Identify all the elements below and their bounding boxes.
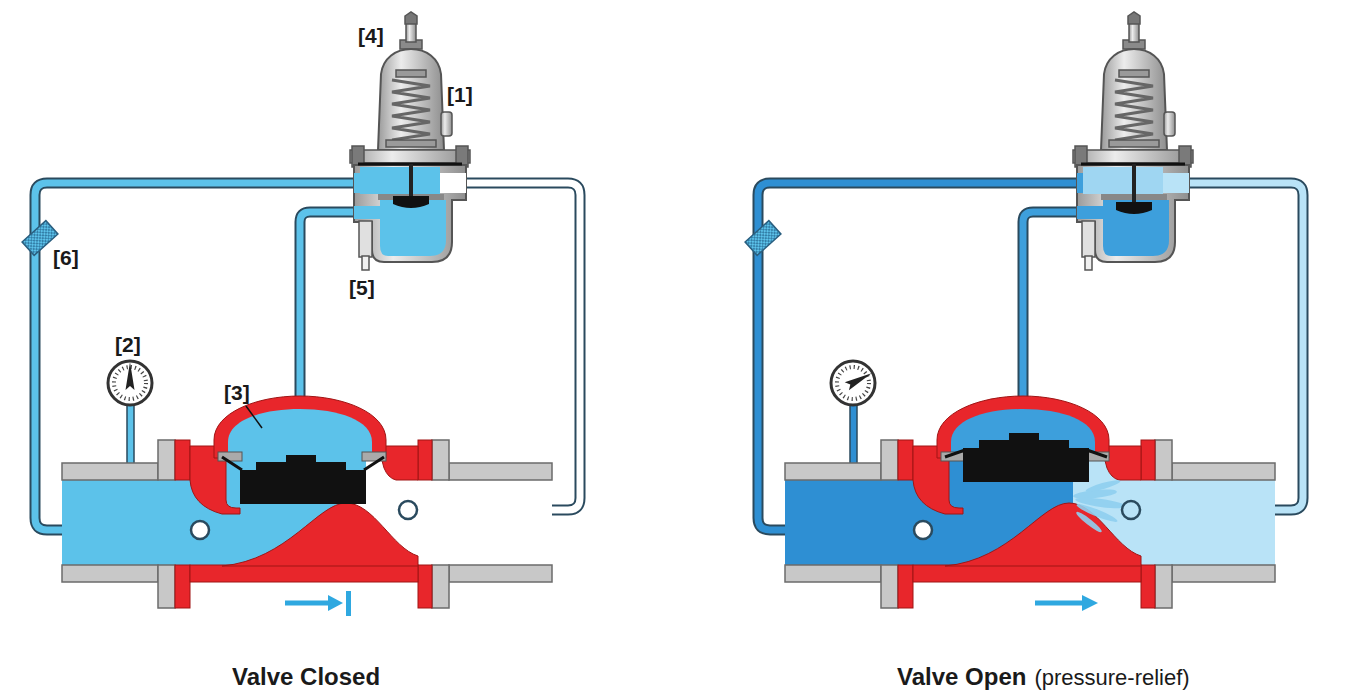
callout-number: [6] <box>53 246 79 269</box>
valve-hardware <box>745 12 1275 608</box>
gauge-needle <box>845 369 874 390</box>
gauge-needle <box>126 362 135 390</box>
flow-stop-arrow <box>285 601 330 606</box>
water-jet <box>1075 510 1104 534</box>
diaphragm <box>963 433 1089 482</box>
callout-number: [1] <box>447 83 473 106</box>
pilot-chamber <box>380 200 446 256</box>
pilot-chamber <box>354 206 382 219</box>
panel-caption: Valve Open <box>897 664 1026 690</box>
callout-number: [2] <box>115 333 141 356</box>
gauge-stem <box>850 404 857 464</box>
pipe-port <box>914 521 932 539</box>
gauge-needle <box>128 381 133 386</box>
pipe-port <box>191 501 417 539</box>
panel-caption: Valve Closed <box>232 664 380 690</box>
pilot-chamber <box>1132 164 1136 206</box>
panel-subcaption: (pressure-relief) <box>1034 666 1189 690</box>
valve-hardware <box>22 12 552 608</box>
pipe-port <box>399 501 417 519</box>
gauge-stem <box>127 404 134 464</box>
valve-open-panel <box>745 12 1303 611</box>
pilot-chamber <box>360 167 440 194</box>
pilot-chamber <box>1163 173 1189 193</box>
pilot-tube <box>1023 212 1077 409</box>
pilot-chamber <box>1116 202 1152 214</box>
gauge-needle <box>850 380 857 387</box>
flow-arrow <box>1082 595 1098 611</box>
leader-line <box>246 406 262 428</box>
flow-stop-arrow <box>285 591 351 616</box>
water-jet <box>1075 502 1118 525</box>
pilot-tube <box>300 212 354 409</box>
flow-arrow <box>1035 595 1098 611</box>
flow-stop-arrow <box>346 591 351 616</box>
pipe-port <box>914 501 1140 539</box>
pilot-chamber <box>1083 167 1163 194</box>
pipe-port <box>191 521 209 539</box>
pilot-chamber <box>393 196 429 208</box>
pilot-chamber <box>440 173 466 193</box>
callout-number: [3] <box>224 381 250 404</box>
pilot-chamber <box>409 164 413 200</box>
pilot-chamber <box>354 164 466 256</box>
pilot-tube <box>1023 212 1077 409</box>
pilot-tube <box>300 212 354 409</box>
water-jet <box>1073 478 1128 534</box>
bonnet-chamber <box>228 409 372 458</box>
valve-closed-panel <box>22 12 580 616</box>
pilot-chamber <box>1077 164 1189 256</box>
diaphragm <box>240 455 366 504</box>
flow-stop-arrow <box>328 595 343 611</box>
flow-arrow <box>1035 601 1084 606</box>
gauge-needle <box>845 369 874 390</box>
water-jet <box>1085 478 1121 494</box>
bonnet-clamp <box>218 452 242 461</box>
callout-number: [5] <box>349 276 375 299</box>
pilot-chamber <box>1077 206 1105 219</box>
callout-number: [4] <box>358 24 384 47</box>
gauge-needle <box>126 362 135 390</box>
pilot-chamber <box>1103 200 1169 256</box>
pipe-port <box>1122 501 1140 519</box>
